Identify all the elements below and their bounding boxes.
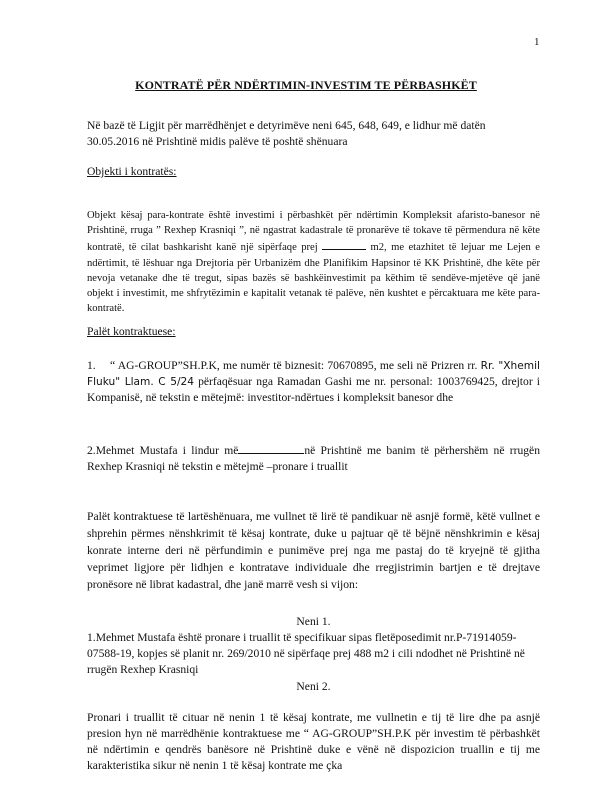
party-1-paragraph: 1. “ AG-GROUP”SH.P.K, me numër të biznesi… bbox=[87, 358, 540, 406]
birthdate-blank bbox=[238, 442, 305, 454]
intro-paragraph: Në bazë të Ligjit për marrëdhënjet e det… bbox=[87, 118, 540, 150]
article-1-text: 1.Mehmet Mustafa është pronare i trualli… bbox=[87, 631, 525, 676]
party-1-text-b: përfaqësuar nga Ramadan Gashi me nr. per… bbox=[87, 375, 540, 404]
party-1-number: 1. bbox=[87, 359, 96, 372]
object-heading: Objekti i kontratës: bbox=[87, 165, 177, 178]
contract-date: 30.05.2016 bbox=[87, 135, 140, 148]
agreement-paragraph: Palët kontraktuese të lartëshënuara, me … bbox=[87, 510, 540, 591]
document-title: KONTRATË PËR NDËRTIMIN-INVESTIM TE PËRBA… bbox=[135, 78, 477, 92]
area-blank bbox=[322, 238, 367, 251]
party-1-text-a: “ AG-GROUP”SH.P.K, me numër të biznesit:… bbox=[110, 359, 478, 372]
article-1-heading: Neni 1. bbox=[296, 615, 331, 628]
object-paragraph: Objekt kësaj para-kontrate është investi… bbox=[87, 208, 540, 316]
intro-line-1: Në bazë të Ligjit për marrëdhënjet e det… bbox=[87, 119, 486, 132]
party-2-text-b: në Prishtinë me banim të përhershëm në r… bbox=[87, 444, 540, 473]
intro-line-2-rest: në Prishtinë midis palëve të poshtë shën… bbox=[139, 135, 348, 148]
object-text-2: m2, me etazhitet të lejuar me Lejen e nd… bbox=[87, 242, 540, 315]
party-1-street: Rr. "Xhemil Fluku" Llam. C 5/24 bbox=[87, 360, 540, 388]
object-text: Objekt kësaj para-kontrate është investi… bbox=[87, 210, 540, 254]
parties-heading: Palët kontraktuese: bbox=[87, 325, 176, 338]
intro-line-2: 30.05.2016 në Prishtinë midis palëve të … bbox=[87, 134, 540, 150]
article-2-text: Pronari i truallit të cituar në nenin 1 … bbox=[87, 711, 540, 772]
article-2-heading: Neni 2. bbox=[296, 680, 331, 693]
party-2-text-a: 2.Mehmet Mustafa i lindur më bbox=[87, 444, 239, 457]
page-number: 1 bbox=[534, 36, 540, 48]
